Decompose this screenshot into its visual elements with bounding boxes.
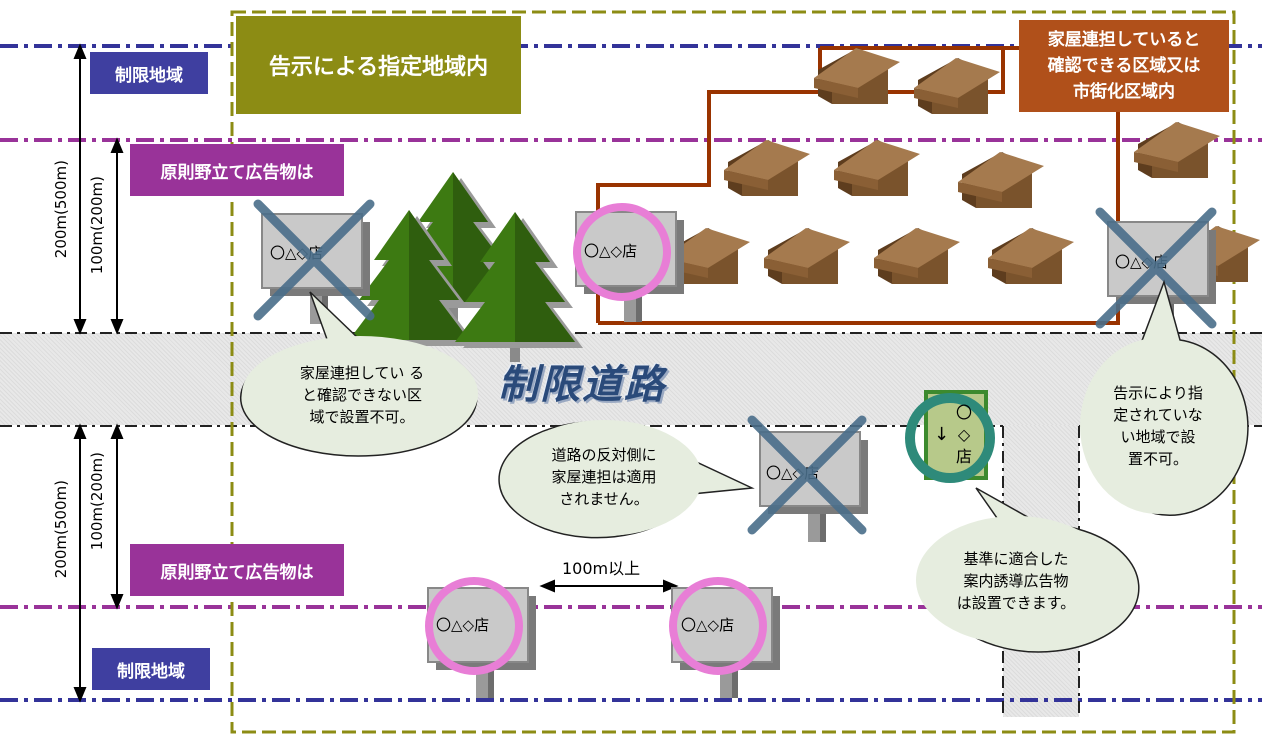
bottom-restricted-area-label: 制限地域 (92, 648, 210, 690)
restricted-road (0, 333, 1262, 425)
top-principle-label: 原則野立て広告物は (130, 144, 344, 196)
cross-icon (747, 415, 867, 535)
guide-sign-text: 〇 ◇ 店 (956, 403, 973, 466)
top-principle-text: 原則野立て広告物は (160, 162, 314, 183)
top-restricted-area-label: 制限地域 (90, 52, 208, 94)
ok-ring-icon (905, 393, 995, 483)
guide-arrow-icon: ↓ (934, 424, 950, 445)
housing-area-label: 家屋連担していると 確認できる区域又は 市街化区域内 (1019, 20, 1229, 112)
callout-not-designated: 告示により指 定されていな い地域で設 置不可。 (1113, 384, 1203, 468)
bottom-restricted-area-text: 制限地域 (117, 661, 185, 682)
ok-rings (425, 203, 767, 675)
ok-ring-icon (573, 203, 671, 301)
restricted-road-label: 制限道路 (498, 362, 666, 408)
housing-area-text: 家屋連担していると 確認できる区域又は 市街化区域内 (1047, 30, 1201, 102)
designated-area-text: 告示による指定地域内 (268, 55, 489, 80)
sign-text: 〇△◇店 (681, 616, 735, 634)
bottom-principle-text: 原則野立て広告物は (160, 562, 314, 583)
sign-text: 〇△◇店 (584, 242, 638, 260)
designated-area-label: 告示による指定地域内 (236, 16, 521, 114)
cross-icon (253, 199, 375, 321)
callout-guide-ok: 基準に適合した 案内誘導広告物 は設置できます。 (956, 550, 1076, 612)
sign-text: 〇△◇店 (436, 616, 490, 634)
ok-ring-icon (669, 577, 767, 675)
top-restricted-area-text: 制限地域 (115, 65, 183, 86)
cross-icon (1095, 207, 1217, 329)
spacing-label: 100m以上 (562, 559, 641, 578)
ok-ring-icon (425, 577, 523, 675)
callout-opposite-side: 道路の反対側に 家屋連担は適用 されません。 (551, 446, 657, 508)
guide-sign (905, 390, 995, 483)
bottom-principle-label: 原則野立て広告物は (130, 544, 344, 596)
callout-no-housing: 家屋連担してい る と確認できない区 域で設置不可。 (299, 364, 425, 426)
